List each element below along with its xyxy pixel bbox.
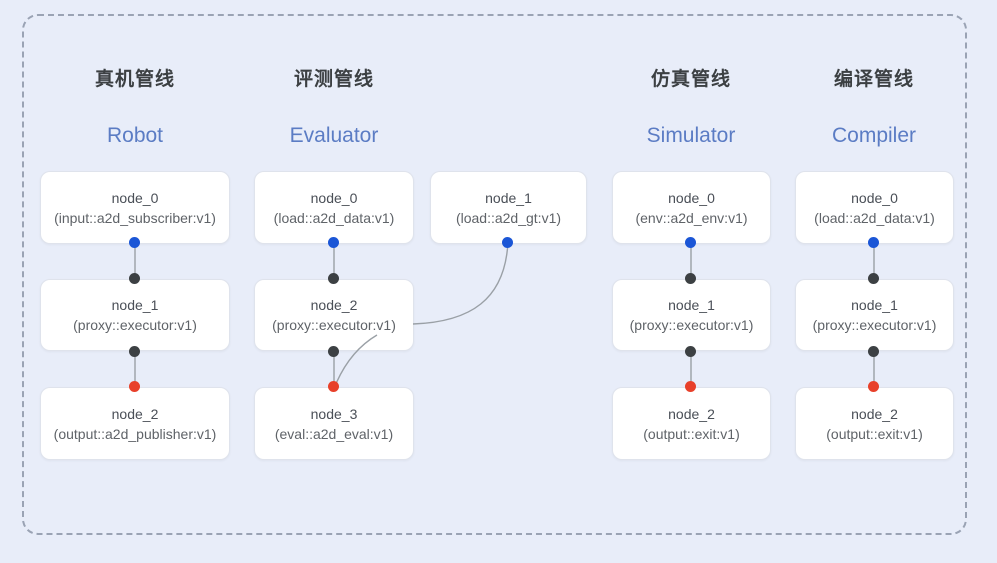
port-output-evaluator-1-gt[interactable]	[502, 237, 513, 248]
column-header-cn-simulator: 仿真管线	[650, 69, 731, 90]
node-spec: (load::a2d_data:v1)	[273, 209, 395, 226]
column-header-cn-compiler: 编译管线	[833, 69, 914, 90]
node-title: node_2	[111, 405, 159, 422]
port-output-evaluator-0[interactable]	[328, 237, 339, 248]
port-terminal-robot-2[interactable]	[129, 381, 140, 392]
node-title: node_0	[111, 189, 159, 206]
port-input-compiler-1[interactable]	[868, 273, 879, 284]
node-robot-0[interactable]: node_0 (input::a2d_subscriber:v1)	[40, 171, 230, 244]
port-output-simulator-0[interactable]	[685, 237, 696, 248]
port-input-robot-1[interactable]	[129, 273, 140, 284]
port-output-compiler-0[interactable]	[868, 237, 879, 248]
column-subtitle-en-simulator: Simulator	[646, 124, 736, 147]
dashed-boundary-frame	[22, 14, 967, 535]
port-output-evaluator-2[interactable]	[328, 346, 339, 357]
node-evaluator-3[interactable]: node_3 (eval::a2d_eval:v1)	[254, 387, 414, 460]
node-spec: (proxy::executor:v1)	[812, 317, 937, 333]
node-spec: (load::a2d_data:v1)	[814, 209, 935, 226]
port-input-simulator-1[interactable]	[685, 273, 696, 284]
node-title: node_0	[668, 189, 715, 206]
column-header-cn-evaluator: 评测管线	[293, 69, 374, 90]
node-evaluator-2[interactable]: node_2 (proxy::executor:v1)	[254, 279, 414, 351]
node-spec: (proxy::executor:v1)	[272, 317, 396, 333]
node-spec: (output::a2d_publisher:v1)	[53, 425, 217, 442]
node-spec: (env::a2d_env:v1)	[635, 209, 748, 226]
node-evaluator-0[interactable]: node_0 (load::a2d_data:v1)	[254, 171, 414, 244]
column-subtitle-en-compiler: Compiler	[831, 124, 917, 147]
node-title: node_2	[851, 405, 898, 422]
node-spec: (output::exit:v1)	[643, 425, 740, 442]
node-compiler-1[interactable]: node_1 (proxy::executor:v1)	[795, 279, 954, 351]
port-terminal-compiler-2[interactable]	[868, 381, 879, 392]
node-simulator-2[interactable]: node_2 (output::exit:v1)	[612, 387, 771, 460]
node-title: node_1	[485, 189, 532, 206]
node-title: node_2	[668, 405, 715, 422]
port-output-robot-1[interactable]	[129, 346, 140, 357]
port-output-simulator-1[interactable]	[685, 346, 696, 357]
node-title: node_1	[668, 297, 715, 313]
node-title: node_0	[851, 189, 898, 206]
node-title: node_3	[310, 405, 358, 422]
node-spec: (input::a2d_subscriber:v1)	[54, 209, 216, 226]
node-evaluator-1-gt[interactable]: node_1 (load::a2d_gt:v1)	[430, 171, 587, 244]
column-subtitle-en-robot: Robot	[106, 124, 164, 147]
node-simulator-0[interactable]: node_0 (env::a2d_env:v1)	[612, 171, 771, 244]
column-subtitle-en-evaluator: Evaluator	[289, 124, 379, 147]
port-terminal-simulator-2[interactable]	[685, 381, 696, 392]
node-compiler-0[interactable]: node_0 (load::a2d_data:v1)	[795, 171, 954, 244]
node-spec: (load::a2d_gt:v1)	[455, 209, 562, 226]
node-title: node_2	[310, 297, 358, 313]
port-output-compiler-1[interactable]	[868, 346, 879, 357]
port-output-robot-0[interactable]	[129, 237, 140, 248]
node-title: node_1	[111, 297, 159, 313]
node-robot-1[interactable]: node_1 (proxy::executor:v1)	[40, 279, 230, 351]
node-spec: (eval::a2d_eval:v1)	[274, 425, 394, 442]
column-header-cn-robot: 真机管线	[94, 69, 175, 90]
node-simulator-1[interactable]: node_1 (proxy::executor:v1)	[612, 279, 771, 351]
node-spec: (output::exit:v1)	[826, 425, 923, 442]
node-spec: (proxy::executor:v1)	[629, 317, 754, 333]
port-input-evaluator-2[interactable]	[328, 273, 339, 284]
node-robot-2[interactable]: node_2 (output::a2d_publisher:v1)	[40, 387, 230, 460]
node-title: node_1	[851, 297, 898, 313]
port-terminal-evaluator-3[interactable]	[328, 381, 339, 392]
node-title: node_0	[310, 189, 358, 206]
node-spec: (proxy::executor:v1)	[73, 317, 197, 333]
node-compiler-2[interactable]: node_2 (output::exit:v1)	[795, 387, 954, 460]
